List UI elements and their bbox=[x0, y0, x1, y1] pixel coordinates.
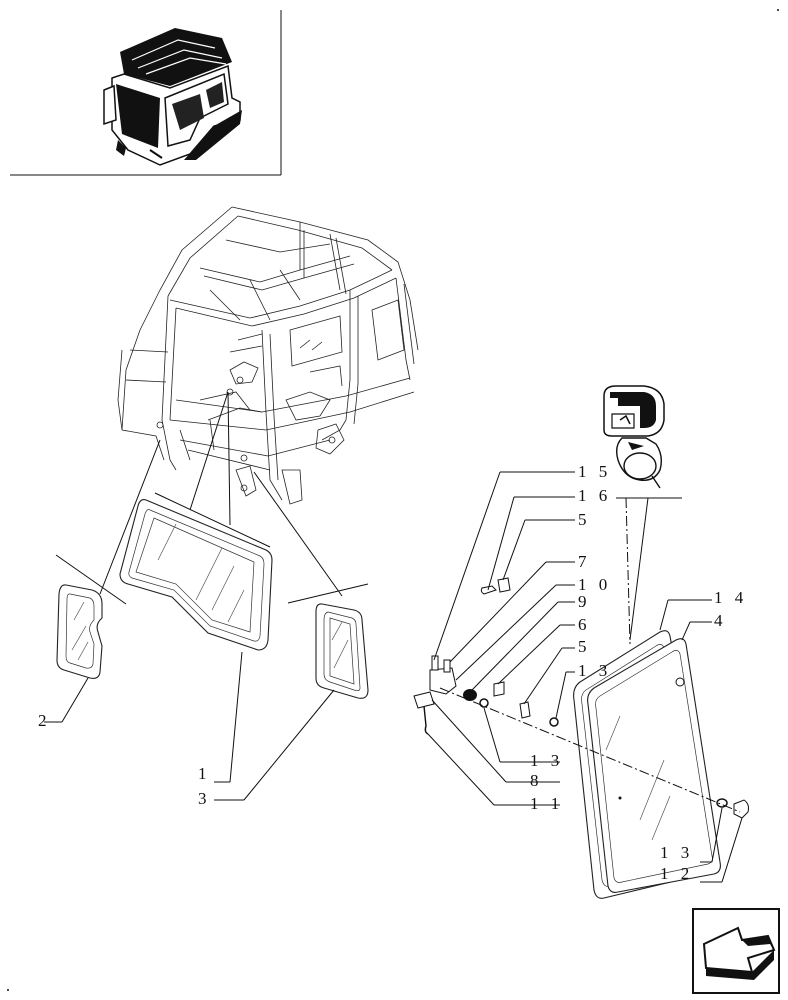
callout-6: 6 bbox=[578, 615, 591, 634]
callout-13-second: 1 3 bbox=[530, 751, 563, 770]
callout-3: 3 bbox=[198, 789, 211, 808]
callout-7: 7 bbox=[578, 552, 591, 571]
callout-13: 1 3 bbox=[578, 661, 611, 680]
callout-16: 1 6 bbox=[578, 486, 611, 505]
side-window-part-2 bbox=[56, 584, 103, 679]
callout-1: 1 bbox=[198, 764, 211, 783]
callout-4: 4 bbox=[714, 611, 727, 630]
tractor-cab-thumbnail-icon bbox=[10, 10, 282, 176]
hinge-hardware bbox=[413, 577, 749, 819]
callout-9: 9 bbox=[578, 592, 591, 611]
callout-14: 1 4 bbox=[714, 588, 747, 607]
callout-labels: 1 5 1 6 5 7 1 0 9 6 5 1 3 1 4 4 1 3 8 1 … bbox=[38, 462, 747, 883]
callout-5: 5 bbox=[578, 510, 591, 529]
callout-15: 1 5 bbox=[578, 462, 611, 481]
frame-bolt-holes bbox=[156, 376, 336, 492]
seal-profile-detail bbox=[603, 385, 665, 489]
callout-10: 1 0 bbox=[578, 575, 611, 594]
assembly-axis-lines bbox=[439, 497, 741, 813]
side-window-part-3 bbox=[315, 603, 369, 699]
callout-2: 2 bbox=[38, 711, 51, 730]
callout-11: 1 1 bbox=[530, 794, 563, 813]
rear-window-part-1 bbox=[119, 499, 273, 651]
cab-frame-structure bbox=[117, 206, 419, 505]
callout-12: 1 2 bbox=[660, 864, 693, 883]
leader-lines-right bbox=[427, 471, 743, 883]
callout-8: 8 bbox=[530, 771, 543, 790]
callout-13-third: 1 3 bbox=[660, 843, 693, 862]
door-window-part-4 bbox=[587, 638, 721, 893]
next-page-arrow-icon[interactable] bbox=[692, 908, 780, 994]
callout-5-second: 5 bbox=[578, 637, 591, 656]
leader-lines-left bbox=[44, 391, 369, 801]
